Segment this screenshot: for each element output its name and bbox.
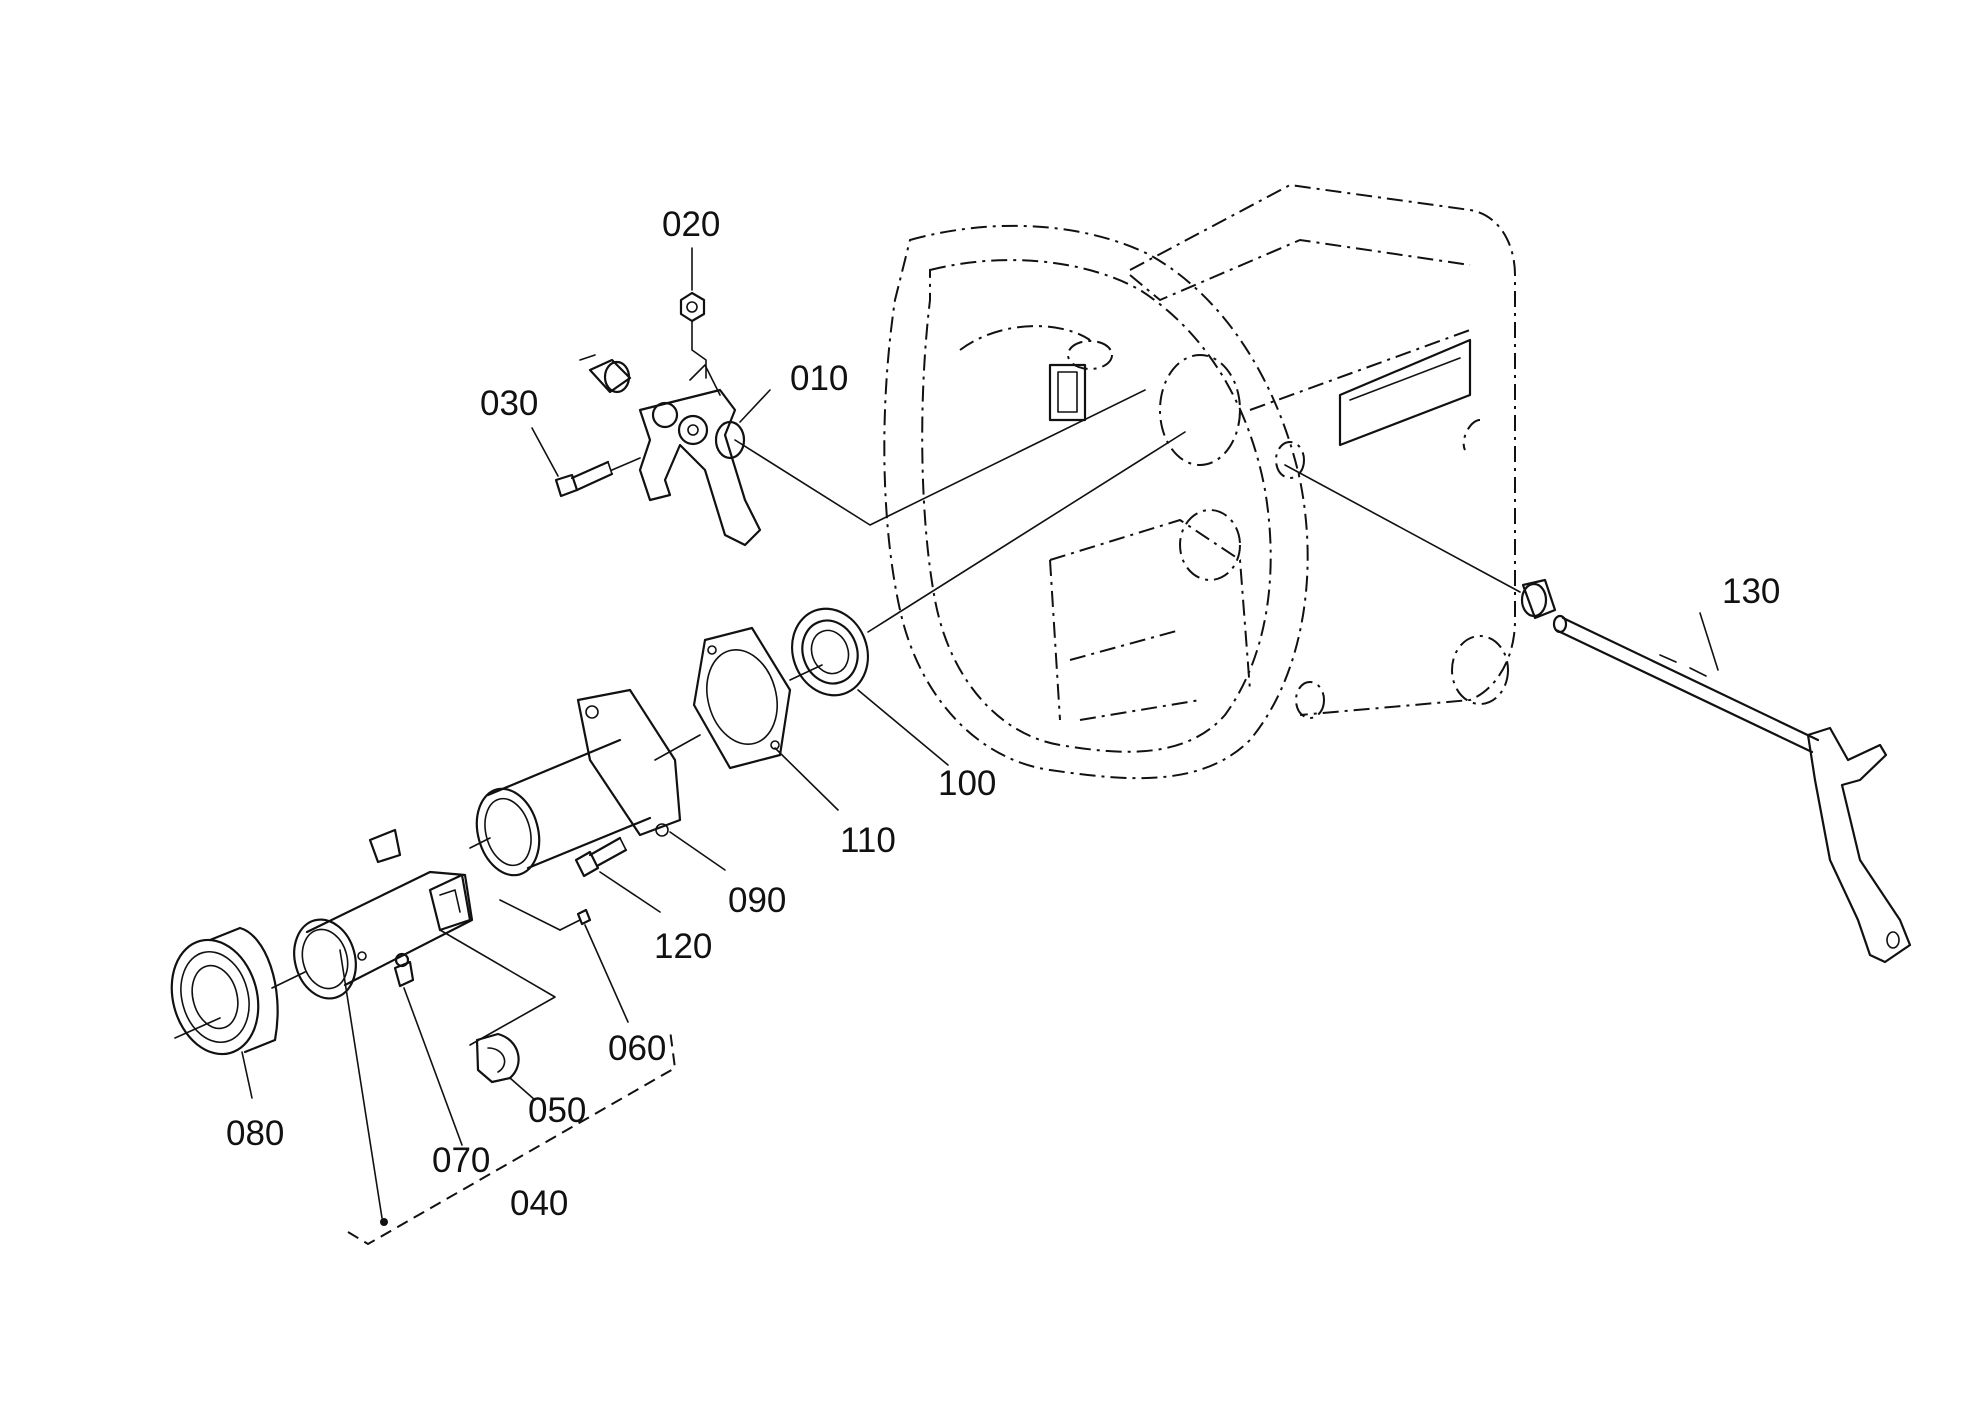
part-040-release-hub [293,828,556,1046]
callout-100: 100 [938,764,996,803]
part-050-clip [475,1032,520,1084]
part-070-grease-nipple [393,952,415,988]
part-110-gasket [692,626,792,770]
part-060-screw [499,899,592,931]
callout-040: 040 [510,1184,568,1223]
callout-130: 130 [1722,572,1780,611]
assembly-040-bracket [339,949,677,1246]
callout-060: 060 [608,1029,666,1068]
part-010-release-fork [638,364,1146,547]
callout-050: 050 [528,1091,586,1130]
callout-070: 070 [432,1141,490,1180]
callout-110: 110 [840,821,896,860]
part-080-release-bearing [170,926,279,1056]
leader-lines [241,247,1719,1146]
callout-120: 120 [654,927,712,966]
callout-090: 090 [728,881,786,920]
callout-020: 020 [662,205,720,244]
part-100-oil-seal [791,607,869,697]
callout-labels: 020 010 030 130 100 110 090 120 060 050 … [226,205,1780,1223]
assembly-axis-line [174,431,1186,1039]
part-030-bolt [554,457,641,498]
part-130-lever-shaft [1284,464,1912,964]
callout-030: 030 [480,384,538,423]
callout-080: 080 [226,1114,284,1153]
part-090-guide-sleeve [475,688,682,877]
clutch-housing [883,183,1516,780]
part-120-bolt [574,836,628,878]
part-020-nut [679,291,707,379]
callout-010: 010 [790,359,848,398]
fork-bushing [579,354,632,394]
